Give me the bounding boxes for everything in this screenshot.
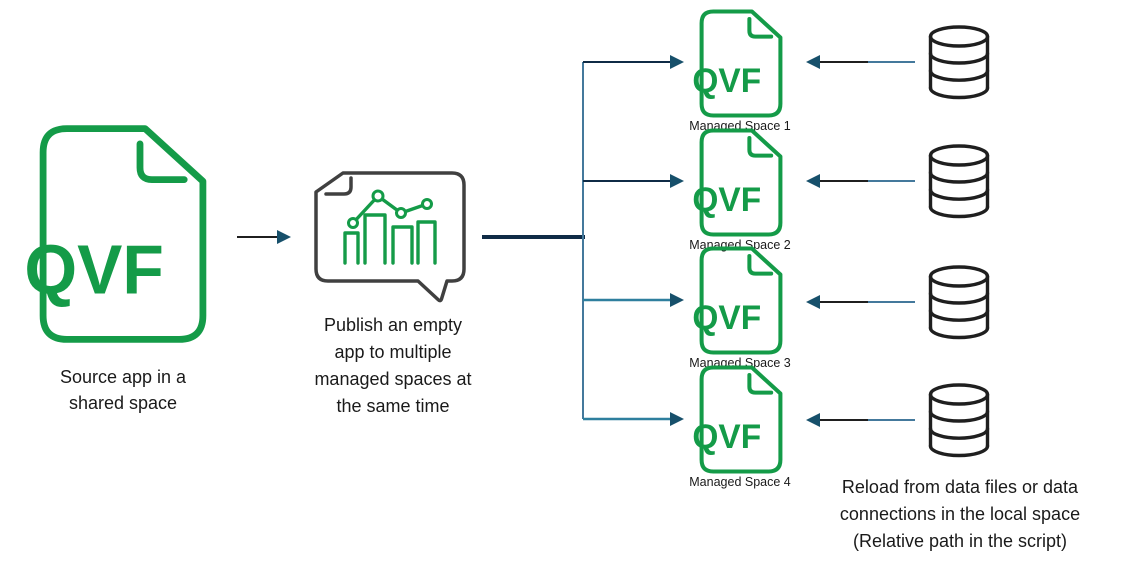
source-qvf-file-icon: QVF — [24, 125, 207, 343]
publish-speech-bubble-icon — [314, 171, 466, 303]
reload-note: Reload from data files or data connectio… — [839, 477, 1081, 551]
source-to-publish-arrow — [237, 230, 291, 244]
managed-space-3-qvf-icon: QVF — [692, 246, 783, 355]
file-type-label: QVF — [692, 181, 761, 219]
folded-corner-icon — [747, 17, 774, 39]
document-outline — [699, 9, 783, 118]
managed-space-2-qvf-icon: QVF — [692, 128, 783, 237]
file-type-label: QVF — [692, 299, 761, 337]
reload-arrow-2 — [806, 174, 915, 188]
managed-space-1-qvf-icon: QVF — [692, 9, 783, 118]
file-type-label: QVF — [692, 418, 761, 456]
document-outline — [699, 246, 783, 355]
folded-corner-icon — [747, 254, 774, 276]
database-icon-3 — [928, 265, 990, 340]
bubble-folded-corner-icon — [324, 176, 353, 196]
bar-chart-icon — [343, 213, 437, 265]
source-file-type-label: QVF — [24, 231, 163, 309]
database-icon-2 — [928, 144, 990, 219]
database-icon-4 — [928, 383, 990, 458]
managed-space-4-label: Managed Space 4 — [689, 475, 791, 489]
branch-arrow-2 — [583, 174, 684, 188]
branch-arrow-4 — [583, 412, 684, 426]
reload-arrow-3 — [806, 295, 915, 309]
file-type-label: QVF — [692, 62, 761, 100]
folded-corner-icon — [747, 373, 774, 395]
speech-bubble-outline — [314, 171, 466, 303]
document-outline — [39, 125, 207, 343]
trend-line-icon — [347, 189, 433, 229]
managed-space-4-qvf-icon: QVF — [692, 365, 783, 474]
source-app-caption: Source app in a shared space — [59, 367, 187, 413]
document-outline — [699, 365, 783, 474]
reload-arrow-4 — [806, 413, 915, 427]
folded-corner-icon — [747, 136, 774, 158]
document-outline — [699, 128, 783, 237]
branch-arrow-1 — [583, 55, 684, 69]
branch-arrow-3 — [583, 293, 684, 307]
folded-corner-icon — [136, 140, 188, 183]
reload-arrow-1 — [806, 55, 915, 69]
publish-caption: Publish an empty app to multiple managed… — [314, 315, 472, 416]
database-icon-1 — [928, 25, 990, 100]
